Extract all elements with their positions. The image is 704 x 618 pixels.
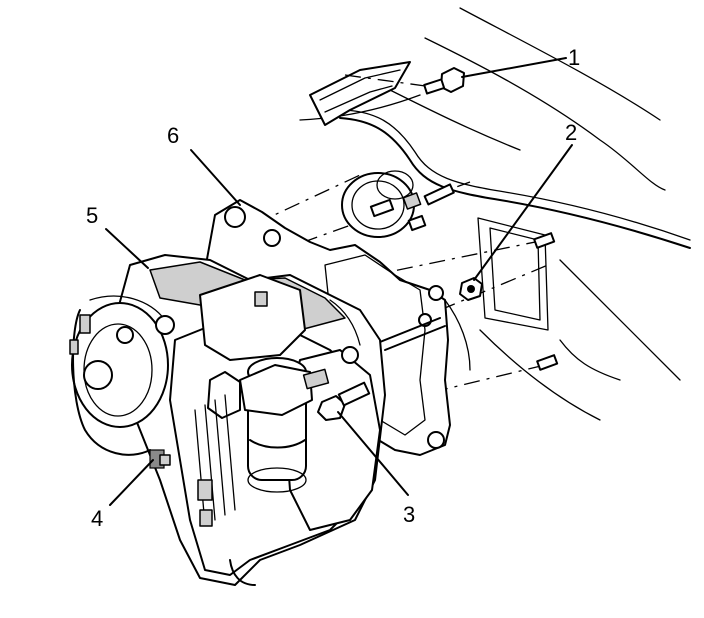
callout-3-label: 3 (403, 502, 415, 527)
case-ribs (194, 394, 236, 526)
frame-studs (423, 183, 559, 371)
upper-bolt (423, 67, 465, 95)
frame-nut (459, 277, 483, 301)
transfer-case-body (69, 254, 386, 586)
mounting-bolt (317, 381, 371, 421)
vehicle-body-outline (299, 7, 681, 421)
callout-5-label: 5 (86, 203, 98, 228)
upper-mount-bracket (309, 61, 411, 126)
rear-panel-opening (477, 217, 549, 331)
callout-4-label: 4 (91, 506, 103, 531)
callout-1-label: 1 (568, 45, 580, 70)
callout-6-label: 6 (167, 123, 179, 148)
callout-2-label: 2 (565, 120, 577, 145)
leader-lines (105, 57, 573, 506)
plate-bolts (369, 192, 446, 351)
